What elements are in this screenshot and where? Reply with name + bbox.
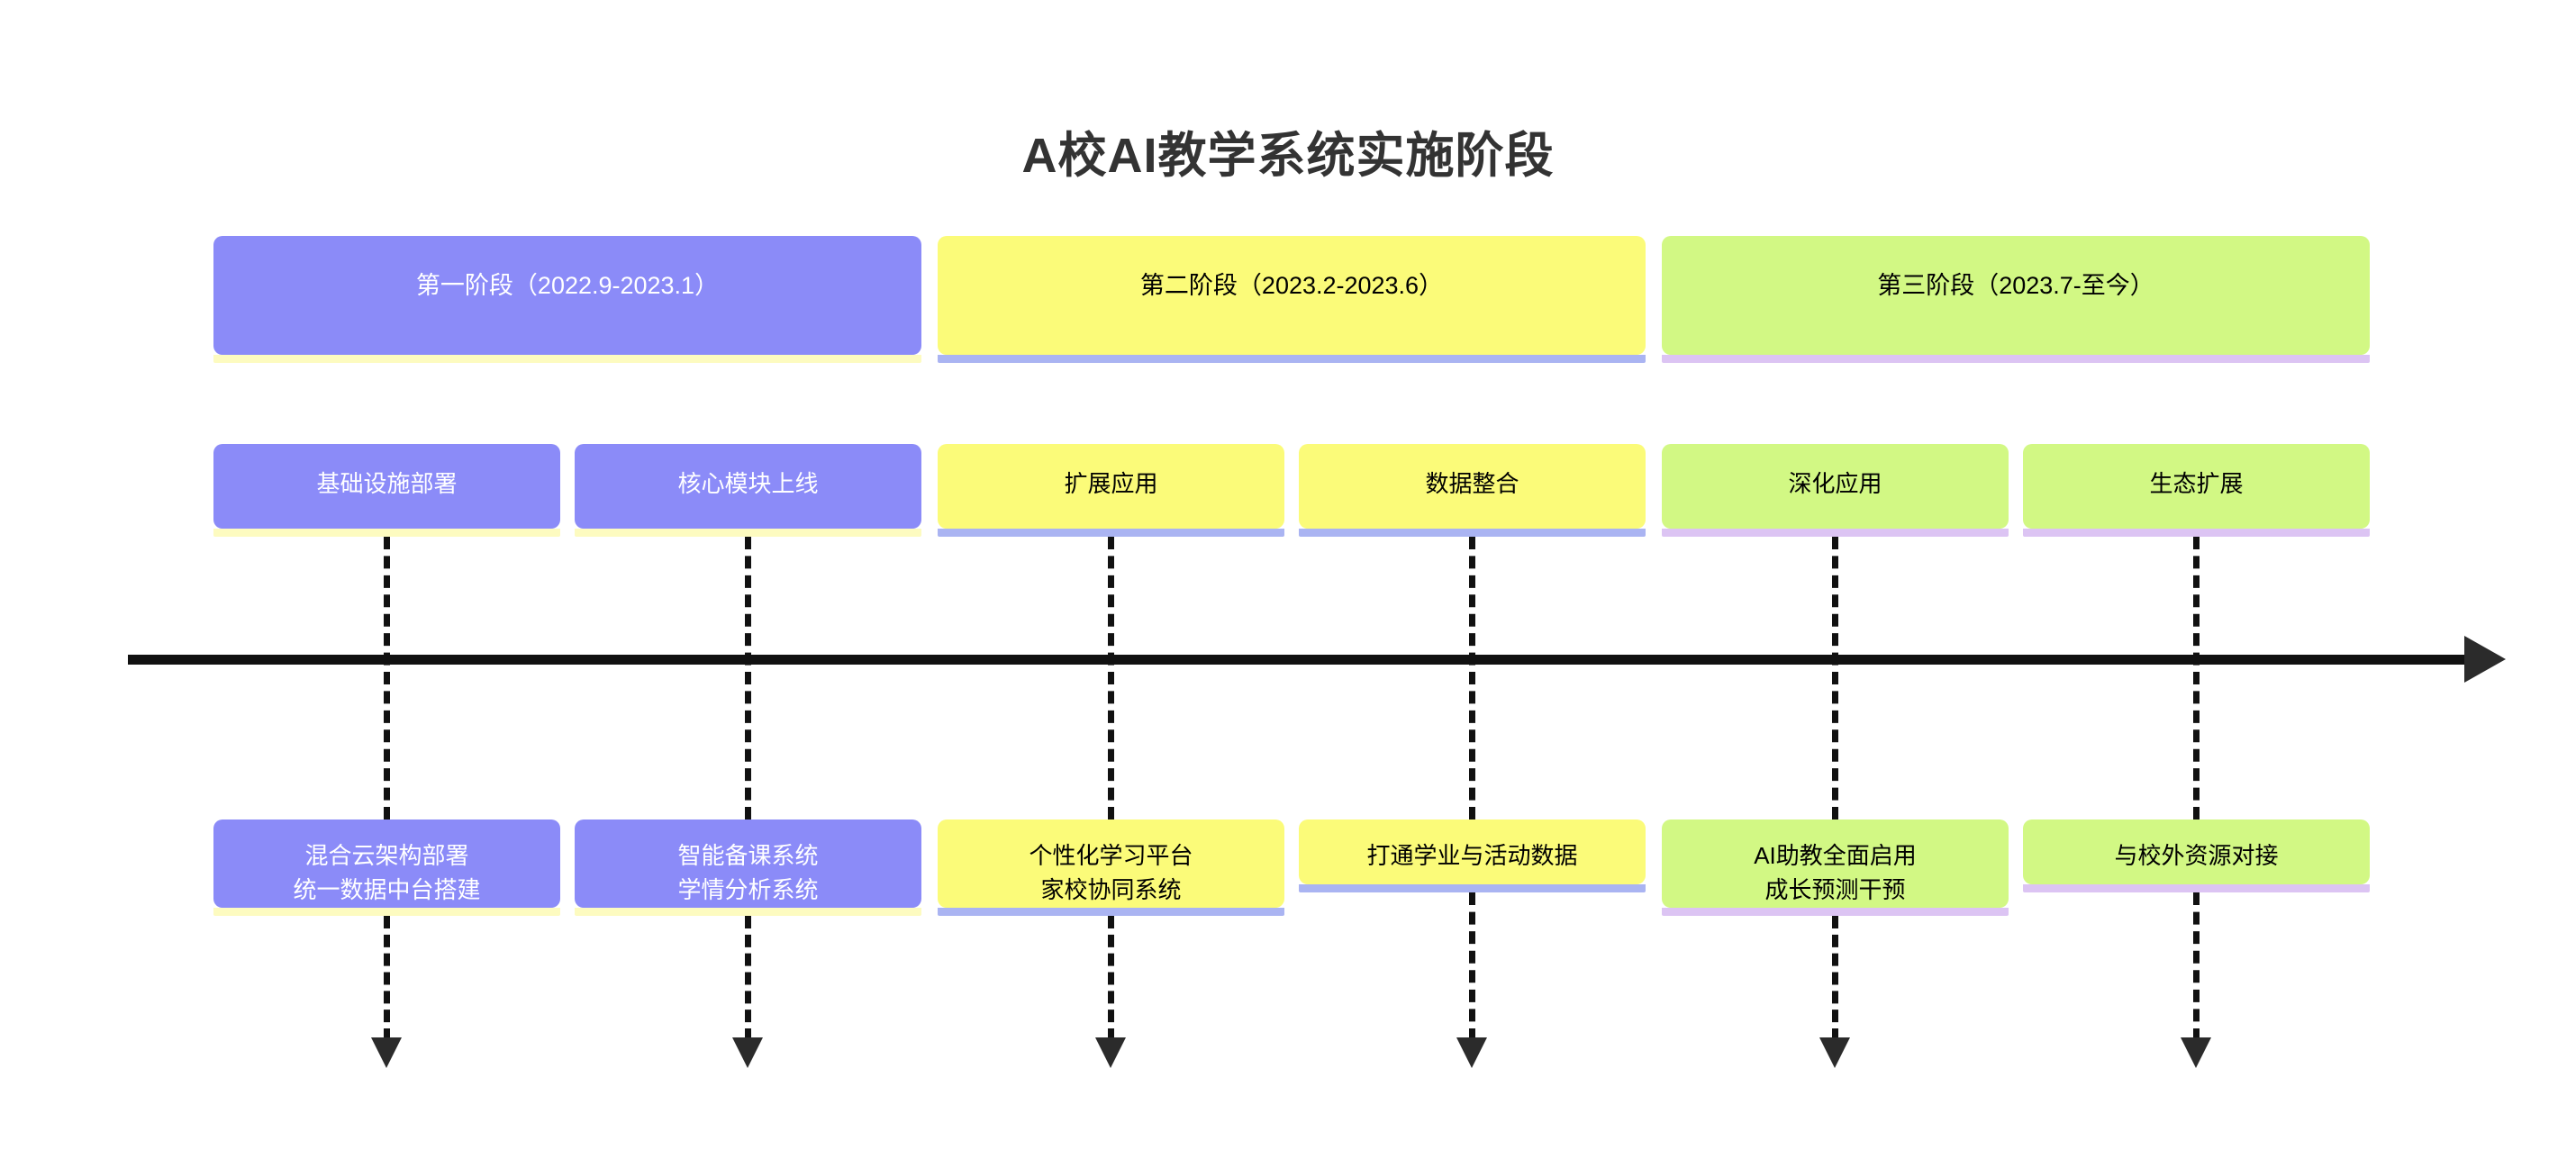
milestone-card-2-label: 核心模块上线: [677, 470, 819, 497]
milestone-card-6-accent-bar: [2023, 529, 2370, 537]
detail-card-6[interactable]: 与校外资源对接: [2023, 819, 2370, 892]
detail-card-5-accent-bar: [1662, 908, 2009, 916]
connector-lower-2: [745, 916, 751, 1041]
phase-header-2-label: 第二阶段（2023.2-2023.6）: [1139, 272, 1444, 299]
connector-arrow-icon-2: [732, 1037, 763, 1068]
milestone-card-5-accent-bar: [1662, 529, 2009, 537]
phase-header-3-label: 第三阶段（2023.7-至今）: [1877, 272, 2154, 299]
milestone-card-2-accent-bar: [575, 529, 921, 537]
phase-header-1[interactable]: 第一阶段（2022.9-2023.1）: [213, 236, 921, 363]
connector-lower-6: [2193, 892, 2200, 1041]
milestone-card-3-label: 扩展应用: [1064, 470, 1158, 497]
detail-card-2-label: 智能备课系统 学情分析系统: [677, 842, 819, 903]
phase-header-3-accent-bar: [1662, 355, 2370, 363]
connector-upper-2: [745, 537, 751, 819]
milestone-card-2[interactable]: 核心模块上线: [575, 444, 921, 537]
phase-header-1-accent-bar: [213, 355, 921, 363]
connector-upper-3: [1108, 537, 1114, 819]
milestone-card-1-label: 基础设施部署: [316, 470, 458, 497]
milestone-card-6[interactable]: 生态扩展: [2023, 444, 2370, 537]
connector-upper-4: [1469, 537, 1475, 819]
detail-card-2[interactable]: 智能备课系统 学情分析系统: [575, 819, 921, 916]
connector-arrow-icon-6: [2181, 1037, 2211, 1068]
connector-arrow-icon-1: [371, 1037, 402, 1068]
detail-card-6-accent-bar: [2023, 884, 2370, 892]
milestone-card-1-accent-bar: [213, 529, 560, 537]
phase-header-2-accent-bar: [938, 355, 1646, 363]
page-title: A校AI教学系统实施阶段: [1021, 129, 1555, 183]
detail-card-4-accent-bar: [1299, 884, 1646, 892]
connector-arrow-icon-4: [1456, 1037, 1487, 1068]
milestone-card-1[interactable]: 基础设施部署: [213, 444, 560, 537]
detail-card-4-label: 打通学业与活动数据: [1366, 842, 1578, 869]
detail-card-5-label: AI助教全面启用 成长预测干预: [1754, 842, 1917, 903]
milestone-card-4-accent-bar: [1299, 529, 1646, 537]
connector-arrow-icon-3: [1095, 1037, 1126, 1068]
detail-card-3[interactable]: 个性化学习平台 家校协同系统: [938, 819, 1284, 916]
milestone-card-5[interactable]: 深化应用: [1662, 444, 2009, 537]
detail-card-4[interactable]: 打通学业与活动数据: [1299, 819, 1646, 892]
detail-card-3-accent-bar: [938, 908, 1284, 916]
phase-header-1-label: 第一阶段（2022.9-2023.1）: [415, 272, 720, 299]
detail-card-1-label: 混合云架构部署 统一数据中台搭建: [293, 842, 481, 903]
timeline-arrow-icon: [2464, 636, 2506, 683]
connector-lower-5: [1832, 916, 1838, 1041]
detail-card-1[interactable]: 混合云架构部署 统一数据中台搭建: [213, 819, 560, 916]
detail-card-6-label: 与校外资源对接: [2114, 842, 2279, 869]
detail-card-3-label: 个性化学习平台 家校协同系统: [1029, 842, 1193, 903]
milestone-card-5-label: 深化应用: [1788, 470, 1882, 497]
milestone-card-4-label: 数据整合: [1425, 470, 1519, 497]
phase-header-2[interactable]: 第二阶段（2023.2-2023.6）: [938, 236, 1646, 363]
connector-arrow-icon-5: [1819, 1037, 1850, 1068]
milestone-card-3-accent-bar: [938, 529, 1284, 537]
milestone-card-3[interactable]: 扩展应用: [938, 444, 1284, 537]
timeline-axis: [128, 655, 2470, 665]
detail-card-5[interactable]: AI助教全面启用 成长预测干预: [1662, 819, 2009, 916]
milestone-card-4[interactable]: 数据整合: [1299, 444, 1646, 537]
detail-card-2-accent-bar: [575, 908, 921, 916]
connector-lower-3: [1108, 916, 1114, 1041]
connector-lower-1: [384, 916, 390, 1041]
connector-upper-6: [2193, 537, 2200, 819]
detail-card-1-accent-bar: [213, 908, 560, 916]
phase-header-3[interactable]: 第三阶段（2023.7-至今）: [1662, 236, 2370, 363]
connector-upper-5: [1832, 537, 1838, 819]
connector-upper-1: [384, 537, 390, 819]
milestone-card-6-label: 生态扩展: [2149, 470, 2244, 497]
connector-lower-4: [1469, 892, 1475, 1041]
